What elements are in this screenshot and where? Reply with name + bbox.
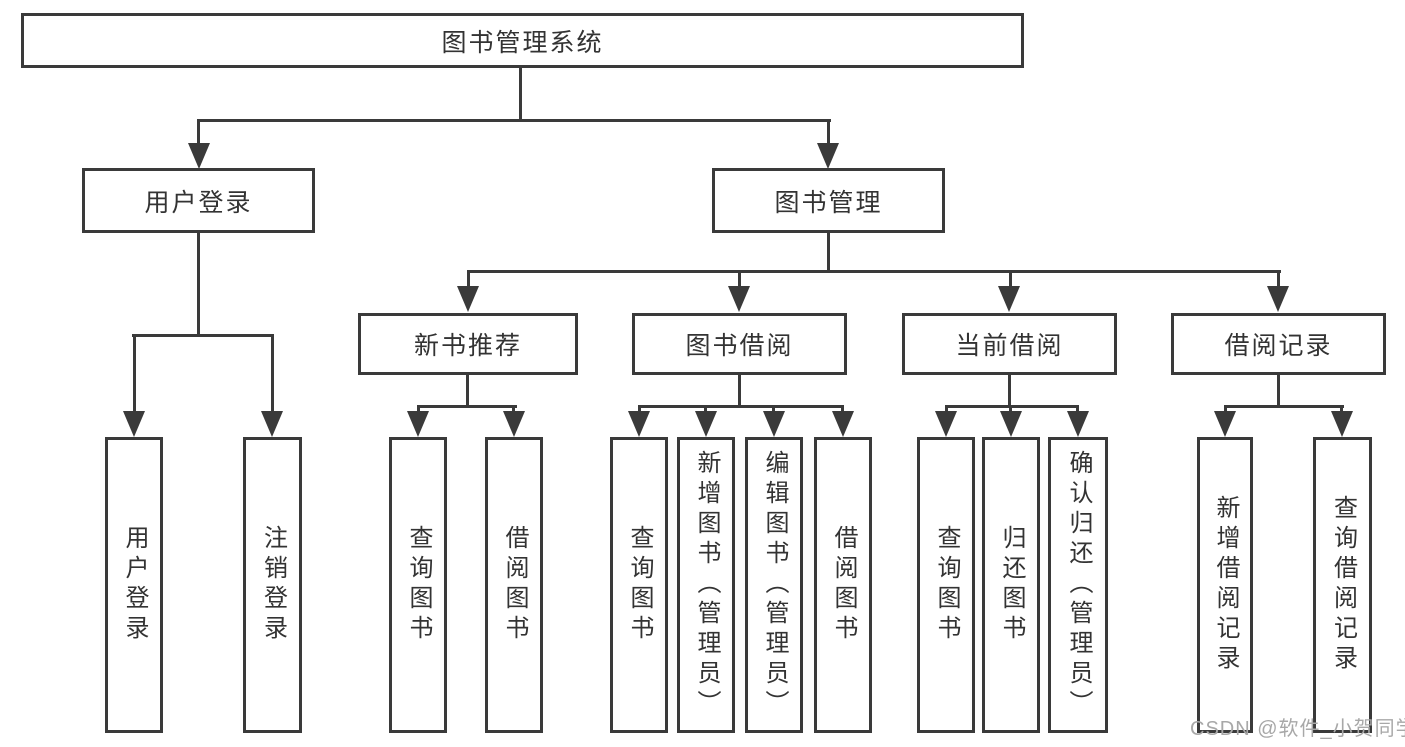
node-root: 图书管理系统 (21, 13, 1024, 68)
connector-mgmt-drop-4 (1277, 270, 1280, 288)
leaf-query-borrow-record-label: 查询借阅记录 (1329, 495, 1357, 675)
leaf-add-books-admin: 新增图书（管理员） (677, 437, 735, 733)
connector-sec1-drop-2 (512, 405, 515, 414)
connector-mgmt-rail (467, 270, 1281, 273)
leaf-add-borrow-record-label: 新增借阅记录 (1212, 495, 1239, 675)
connector-login-rail (132, 334, 274, 337)
arrow-down-icon (998, 286, 1020, 312)
node-user-login-label: 用户登录 (144, 188, 253, 217)
node-new-book-recommend: 新书推荐 (358, 313, 578, 375)
leaf-query-books-1-label: 查询图书 (405, 525, 432, 645)
leaf-query-books-1: 查询图书 (389, 437, 447, 733)
leaf-return-books: 归还图书 (982, 437, 1040, 733)
arrow-down-icon (695, 411, 717, 437)
leaf-edit-books-admin-label: 编辑图书（管理员） (761, 450, 788, 720)
arrow-down-icon (628, 411, 650, 437)
arrow-down-icon (407, 411, 429, 437)
connector-login-stem (197, 231, 200, 337)
connector-sec2-drop-4 (841, 405, 844, 414)
connector-sec2-drop-3 (772, 405, 775, 414)
connector-sec3-drop-3 (1076, 405, 1079, 414)
leaf-return-books-label: 归还图书 (998, 525, 1025, 645)
arrow-down-icon (763, 411, 785, 437)
connector-root-stem (519, 66, 522, 122)
connector-sec1-rail (417, 405, 517, 408)
leaf-user-login-label: 用户登录 (121, 525, 148, 645)
leaf-query-books-3-label: 查询图书 (933, 525, 960, 645)
leaf-edit-books-admin: 编辑图书（管理员） (745, 437, 803, 733)
connector-login-drop-right (271, 334, 274, 412)
node-borrow-records: 借阅记录 (1171, 313, 1386, 375)
connector-login-drop-left (133, 334, 136, 412)
node-book-management-label: 图书管理 (774, 188, 883, 217)
connector-sec4-drop-2 (1340, 405, 1343, 414)
connector-sec4-drop-1 (1224, 405, 1227, 414)
connector-root-drop-right (827, 119, 830, 146)
connector-root-drop-left (197, 119, 200, 146)
csdn-watermark: CSDN @软件_小贺同学 (1190, 718, 1405, 740)
leaf-confirm-return-admin: 确认归还（管理员） (1048, 437, 1108, 733)
leaf-logout-label: 注销登录 (259, 525, 287, 645)
node-user-login: 用户登录 (82, 168, 315, 233)
arrow-down-icon (261, 411, 283, 437)
node-book-borrow-label: 图书借阅 (685, 332, 794, 360)
connector-sec2-drop-2 (704, 405, 707, 414)
leaf-borrow-books-1-label: 借阅图书 (501, 525, 528, 645)
node-book-borrow: 图书借阅 (632, 313, 847, 375)
leaf-add-books-admin-label: 新增图书（管理员） (693, 450, 720, 720)
connector-sec3-drop-1 (945, 405, 948, 414)
leaf-query-books-3: 查询图书 (917, 437, 975, 733)
node-current-borrow-label: 当前借阅 (955, 332, 1064, 360)
node-book-management: 图书管理 (712, 168, 945, 233)
arrow-down-icon (1214, 411, 1236, 437)
connector-root-rail (197, 119, 831, 122)
arrow-down-icon (817, 143, 839, 169)
connector-sec4-stem (1277, 373, 1280, 408)
node-borrow-records-label: 借阅记录 (1224, 332, 1333, 360)
leaf-borrow-books-2-label: 借阅图书 (830, 525, 857, 645)
connector-sec3-rail (945, 405, 1079, 408)
arrow-down-icon (832, 411, 854, 437)
arrow-down-icon (123, 411, 145, 437)
connector-sec3-stem (1008, 373, 1011, 408)
arrow-down-icon (935, 411, 957, 437)
connector-mgmt-stem (827, 231, 830, 273)
connector-sec1-stem (466, 373, 469, 408)
node-new-book-recommend-label: 新书推荐 (413, 332, 522, 360)
connector-sec2-rail (638, 405, 844, 408)
node-root-label: 图书管理系统 (441, 28, 604, 57)
arrow-down-icon (503, 411, 525, 437)
arrow-down-icon (188, 143, 210, 169)
connector-sec4-rail (1224, 405, 1344, 408)
arrow-down-icon (1000, 411, 1022, 437)
leaf-add-borrow-record: 新增借阅记录 (1197, 437, 1253, 733)
connector-mgmt-drop-3 (1009, 270, 1012, 288)
connector-sec2-stem (738, 373, 741, 408)
connector-mgmt-drop-2 (738, 270, 741, 288)
arrow-down-icon (728, 286, 750, 312)
connector-mgmt-drop-1 (467, 270, 470, 288)
leaf-query-books-2: 查询图书 (610, 437, 668, 733)
connector-sec3-drop-2 (1009, 405, 1012, 414)
leaf-query-books-2-label: 查询图书 (626, 525, 653, 645)
leaf-query-borrow-record: 查询借阅记录 (1313, 437, 1372, 733)
node-current-borrow: 当前借阅 (902, 313, 1117, 375)
leaf-borrow-books-2: 借阅图书 (814, 437, 872, 733)
arrow-down-icon (457, 286, 479, 312)
connector-sec2-drop-1 (638, 405, 641, 414)
leaf-logout: 注销登录 (243, 437, 302, 733)
leaf-user-login: 用户登录 (105, 437, 163, 733)
leaf-borrow-books-1: 借阅图书 (485, 437, 543, 733)
arrow-down-icon (1267, 286, 1289, 312)
arrow-down-icon (1331, 411, 1353, 437)
connector-sec1-drop-1 (417, 405, 420, 414)
arrow-down-icon (1067, 411, 1089, 437)
leaf-confirm-return-admin-label: 确认归还（管理员） (1065, 450, 1092, 720)
